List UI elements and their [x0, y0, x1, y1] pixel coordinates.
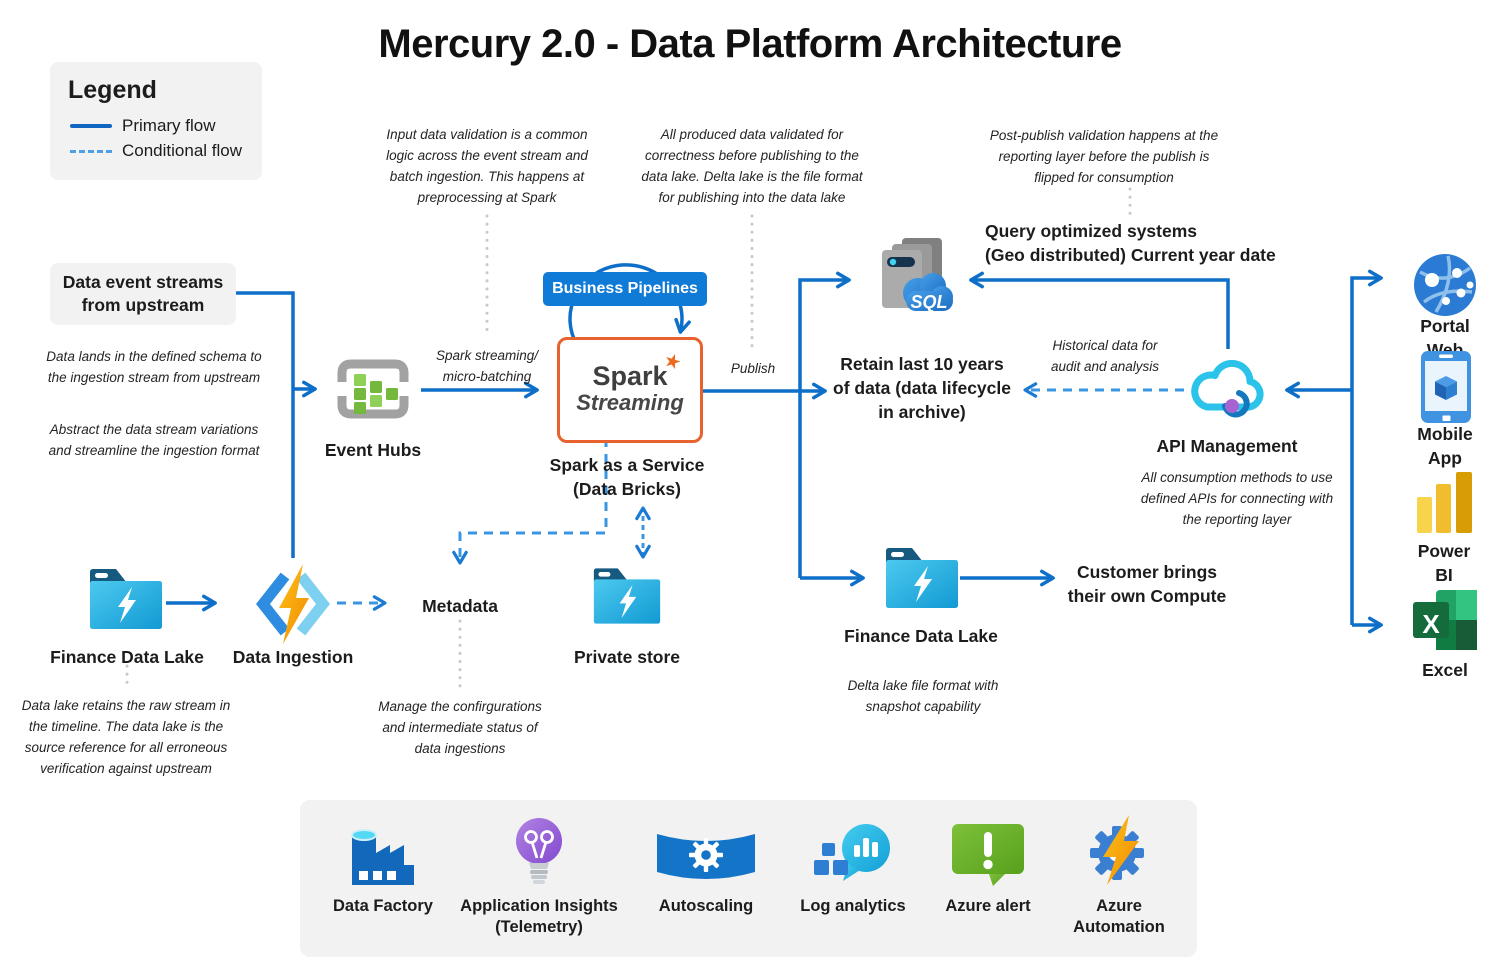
conditional-flow-edges [337, 382, 1184, 611]
azure-automation-icon [1083, 815, 1155, 887]
service-data-factory: Data Factory [293, 815, 473, 917]
legend-panel: Legend Primary flow Conditional flow [50, 62, 262, 180]
azure-automation-label: Azure Automation [1073, 897, 1165, 936]
spark-streaming-node: Spark★ Streaming [557, 337, 703, 443]
private-store-label: Private store [573, 647, 681, 667]
edge-apim-to-sql [969, 271, 1230, 349]
event-hubs-icon [337, 359, 409, 419]
api-management-label: API Management [1156, 436, 1298, 456]
spark-star-icon: ★ [662, 350, 684, 374]
service-azure-automation: Azure Automation [1029, 815, 1209, 937]
data-factory-icon [346, 815, 420, 887]
note-historical: Historical data for audit and analysis [1050, 338, 1160, 374]
spark-service-label: Spark as a Service (Data Bricks) [549, 455, 705, 500]
sql-reporting-icon: SQL [882, 238, 953, 312]
service-autoscaling: Autoscaling [616, 815, 796, 917]
power-bi-icon [1417, 472, 1472, 533]
portal-web-icon [1414, 254, 1476, 316]
service-log-analytics: Log analytics [763, 815, 943, 917]
autoscaling-label: Autoscaling [658, 897, 754, 915]
mobile-app-icon [1421, 351, 1471, 423]
finance-data-lake-left-label: Finance Data Lake [50, 647, 204, 667]
power-bi-label: Power BI [1417, 541, 1471, 586]
services-panel [300, 800, 1197, 957]
application-insights-icon [512, 815, 566, 887]
note-post-publish: Post-publish validation happens at the r… [989, 128, 1219, 185]
spark-logo: Spark★ [592, 350, 683, 392]
data-factory-label: Data Factory [333, 897, 433, 915]
sql-badge-text: SQL [910, 292, 947, 312]
application-insights-label: Application Insights (Telemetry) [460, 897, 618, 936]
edge-upstream-trunk [235, 291, 295, 558]
upstream-box: Data event streams from upstream [50, 263, 236, 325]
finance-data-lake-left-icon [88, 567, 164, 631]
edge-trunk-to-sql [798, 271, 851, 578]
note-delta-lake: Delta lake file format with snapshot cap… [847, 678, 999, 714]
data-ingestion-label: Data Ingestion [232, 647, 354, 667]
retain-label: Retain last 10 years of data (data lifec… [833, 354, 1011, 423]
note-consumption: All consumption methods to use defined A… [1140, 470, 1334, 527]
edge-consumers-trunk-portal [1350, 269, 1383, 625]
excel-x-glyph: X [1422, 609, 1440, 639]
service-application-insights: Application Insights (Telemetry) [449, 815, 629, 937]
excel-icon: X [1413, 590, 1477, 650]
event-hubs-label: Event Hubs [324, 440, 422, 460]
log-analytics-icon [814, 815, 892, 887]
private-store-icon [592, 566, 662, 626]
excel-label: Excel [1422, 660, 1468, 680]
note-data-lands: Data lands in the defined schema to the … [46, 349, 262, 385]
data-ingestion-icon [256, 564, 330, 644]
legend-primary-row: Primary flow [50, 111, 262, 136]
finance-data-lake-right-icon [884, 546, 960, 610]
primary-flow-line-sample [70, 124, 112, 128]
business-pipelines-node: Business Pipelines [543, 272, 707, 306]
customer-compute-label: Customer brings their own Compute [1067, 562, 1227, 607]
legend-conditional-label: Conditional flow [122, 141, 243, 160]
edge-spark-to-metadata [452, 438, 608, 565]
note-produced-data: All produced data validated for correctn… [641, 127, 863, 205]
edge-label-spark-streaming: Spark streaming/ micro-batching [435, 348, 539, 384]
legend-conditional-row: Conditional flow [50, 136, 262, 161]
note-input-validation: Input data validation is a common logic … [386, 127, 588, 205]
log-analytics-label: Log analytics [800, 897, 906, 915]
spark-streaming-word: Streaming [576, 390, 684, 416]
legend-primary-label: Primary flow [122, 116, 216, 135]
edge-label-publish: Publish [730, 361, 776, 376]
api-management-icon [1191, 359, 1264, 418]
query-optimized-label: Query optimized systems (Geo distributed… [985, 221, 1276, 266]
conditional-flow-line-sample [70, 149, 112, 153]
metadata-label: Metadata [422, 596, 498, 616]
service-azure-alert: Azure alert [898, 815, 1078, 917]
mobile-app-label: Mobile App [1417, 424, 1473, 469]
spark-logo-word: Spark [592, 361, 668, 392]
note-connectors [125, 187, 1132, 692]
note-abstract-stream: Abstract the data stream variations and … [48, 422, 260, 458]
finance-data-lake-right-label: Finance Data Lake [844, 626, 998, 646]
page-title: Mercury 2.0 - Data Platform Architecture [378, 22, 1122, 66]
azure-alert-label: Azure alert [945, 897, 1031, 915]
note-manage-config: Manage the confirgurations and intermedi… [378, 699, 542, 756]
autoscaling-icon [656, 815, 756, 887]
legend-title: Legend [68, 76, 157, 104]
azure-alert-icon [951, 815, 1025, 887]
note-data-lake-retains: Data lake retains the raw stream in the … [21, 698, 231, 776]
